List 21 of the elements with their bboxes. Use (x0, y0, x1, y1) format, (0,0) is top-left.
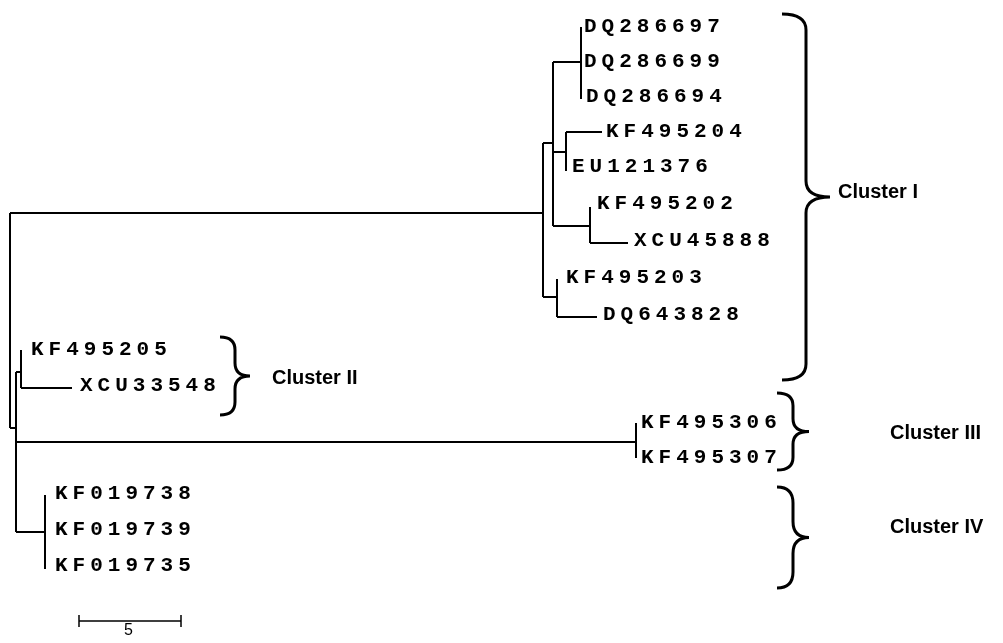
taxon-label: DQ286694 (586, 86, 727, 107)
taxon-label: KF495205 (31, 339, 172, 360)
taxon-label: KF495306 (641, 412, 782, 433)
taxon-label: XCU33548 (80, 375, 221, 396)
taxon-label: DQ643828 (603, 304, 744, 325)
taxon-label: KF495204 (606, 121, 747, 142)
taxon-label: KF019738 (55, 483, 196, 504)
cluster-label: Cluster I (838, 181, 919, 201)
taxon-label: DQ286697 (584, 16, 725, 37)
cluster-label: Cluster III (890, 422, 982, 442)
taxon-label: KF495307 (641, 447, 782, 468)
cluster-label: Cluster II (272, 367, 358, 387)
taxon-label: KF495203 (566, 267, 707, 288)
taxon-label: EU121376 (572, 156, 713, 177)
taxon-label: KF019739 (55, 519, 196, 540)
taxon-label: DQ286699 (584, 51, 725, 72)
scale-value: 5 (124, 622, 133, 638)
taxon-label: KF495202 (597, 193, 738, 214)
cluster-label: Cluster IV (890, 516, 984, 536)
taxon-label: KF019735 (55, 555, 196, 576)
taxon-label: XCU45888 (634, 230, 775, 251)
